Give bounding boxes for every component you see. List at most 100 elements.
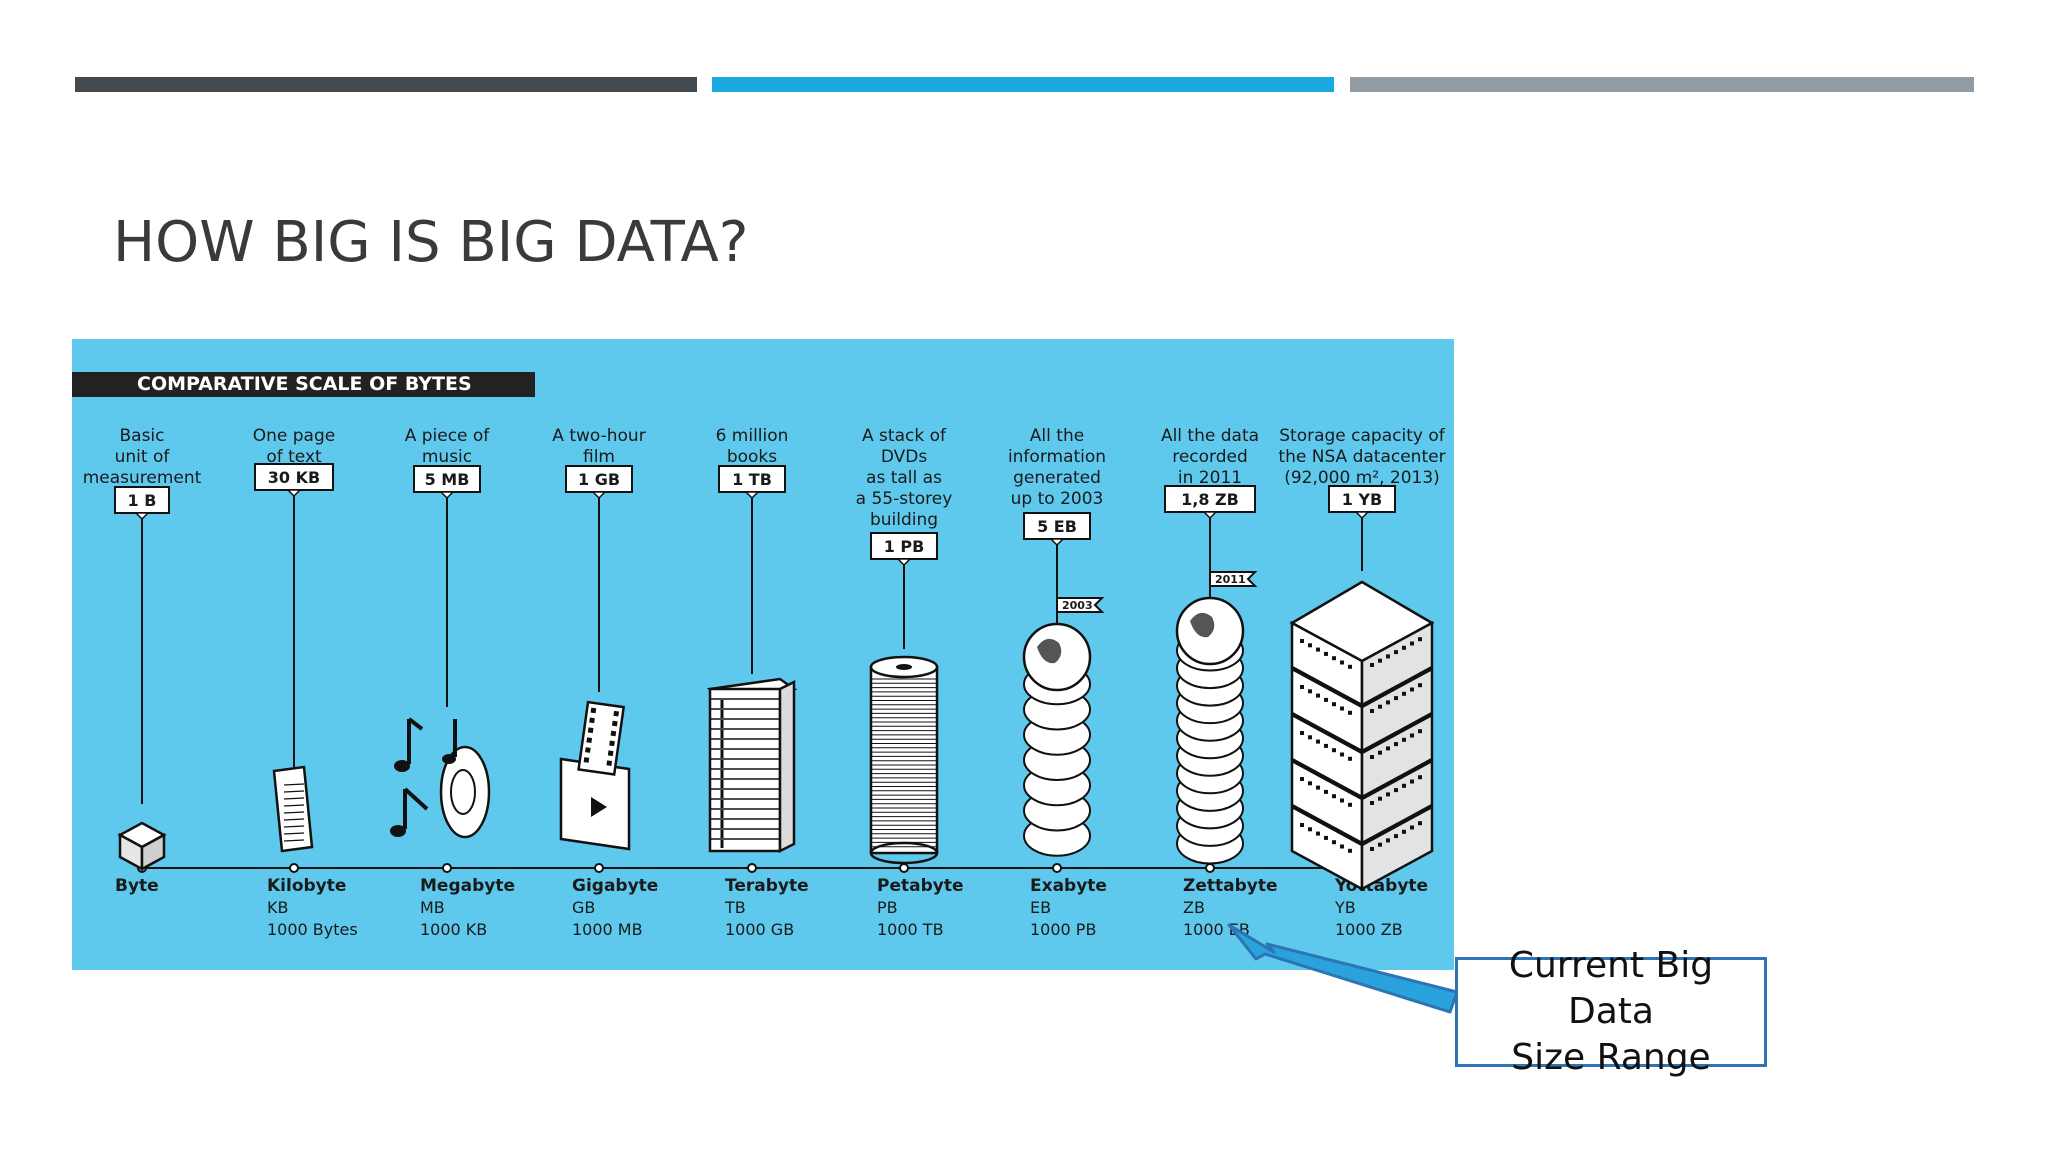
unit-description-line: the NSA datacenter [1278, 447, 1445, 467]
page-icon [272, 765, 314, 853]
unit-description-line: Storage capacity of [1279, 426, 1445, 446]
unit-tag-label: 1 PB [884, 537, 925, 556]
unit-name: Terabyte [725, 876, 809, 896]
film-icon [559, 700, 631, 851]
unit-description-line: building [870, 510, 938, 530]
unit-description-line: A two-hour [552, 426, 645, 446]
callout-box: Current Big Data Size Range [1455, 945, 1767, 1078]
unit-tag-pointer [1354, 511, 1370, 520]
unit-abbreviation: YB [1334, 898, 1356, 917]
unit-equivalent: 1000 GB [725, 920, 794, 939]
unit-tag-pointer [591, 491, 607, 500]
unit-description-line: A piece of [405, 426, 491, 446]
unit-tag-label: 5 MB [425, 470, 470, 489]
unit-equivalent: 1000 MB [572, 920, 643, 939]
music-icon [390, 717, 491, 839]
unit-tag-label: 1 TB [732, 470, 772, 489]
globe-flag-year: 2011 [1215, 573, 1246, 586]
globe-flag-year: 2003 [1062, 599, 1093, 612]
unit-tag-box [254, 463, 334, 491]
unit-description-line: A stack of [862, 426, 947, 446]
unit-description-line: All the [1030, 426, 1084, 446]
unit-tag-label: 1 B [128, 491, 157, 510]
unit-tag-label: 1 YB [1342, 490, 1382, 509]
axis-tick [899, 863, 909, 873]
unit-description-line: in 2011 [1178, 468, 1242, 488]
unit-description-line: All the data [1161, 426, 1259, 446]
unit-description-line: film [583, 447, 615, 467]
unit-description-line: a 55-storey [856, 489, 953, 509]
unit-abbreviation: PB [877, 898, 898, 917]
unit-name: Megabyte [420, 876, 515, 896]
unit-description-line: 6 million [716, 426, 789, 446]
unit-description-line: Basic [119, 426, 164, 446]
unit-name: Exabyte [1030, 876, 1107, 896]
unit-abbreviation: MB [420, 898, 445, 917]
unit-abbreviation: ZB [1183, 898, 1205, 917]
books-icon [706, 677, 798, 854]
axis-tick [442, 863, 452, 873]
unit-description-line: DVDs [881, 447, 928, 467]
unit-description-line: information [1008, 447, 1106, 467]
axis-tick [1205, 863, 1215, 873]
unit-tag-label: 1 GB [578, 470, 620, 489]
unit-description-line: recorded [1172, 447, 1248, 467]
unit-description-line: books [727, 447, 777, 467]
unit-tag-label: 30 KB [268, 468, 320, 487]
unit-description-line: of text [266, 447, 322, 467]
unit-name: Gigabyte [572, 876, 658, 896]
unit-description-line: music [422, 447, 472, 467]
unit-description-line: up to 2003 [1011, 489, 1104, 509]
globe-stack-icon: 2011 [1175, 571, 1258, 865]
unit-abbreviation: EB [1030, 898, 1051, 917]
cube-icon [117, 821, 167, 872]
unit-description-line: unit of [115, 447, 171, 467]
accent-bar-dark [75, 77, 697, 92]
unit-equivalent: 1000 EB [1183, 920, 1250, 939]
unit-description-line: measurement [83, 468, 202, 488]
unit-tag-pointer [286, 489, 302, 498]
unit-tag-pointer [744, 491, 760, 500]
unit-equivalent: 1000 ZB [1335, 920, 1403, 939]
globe-stack-icon: 2003 [1022, 597, 1105, 857]
axis-tick [747, 863, 757, 873]
unit-description-line: generated [1013, 468, 1101, 488]
unit-abbreviation: KB [267, 898, 288, 917]
axis-tick [594, 863, 604, 873]
server-stack-icon [1289, 580, 1435, 892]
unit-tag-pointer [134, 512, 150, 521]
axis-tick [289, 863, 299, 873]
unit-equivalent: 1000 Bytes [267, 920, 358, 939]
axis-tick [1052, 863, 1062, 873]
unit-equivalent: 1000 KB [420, 920, 487, 939]
unit-description-line: as tall as [866, 468, 942, 488]
unit-tag-pointer [1202, 511, 1218, 520]
slide-title: HOW BIG IS BIG DATA? [113, 210, 749, 275]
unit-tag-pointer [896, 558, 912, 567]
unit-description-line: (92,000 m², 2013) [1284, 468, 1440, 488]
unit-description-line: One page [253, 426, 335, 446]
unit-tag-pointer [1049, 538, 1065, 547]
unit-name: Zettabyte [1183, 876, 1278, 896]
unit-abbreviation: GB [572, 898, 595, 917]
accent-bar-gray [1350, 77, 1974, 92]
unit-name: Byte [115, 876, 159, 896]
unit-tag-box [1164, 485, 1256, 513]
unit-tag-label: 1,8 ZB [1181, 490, 1239, 509]
unit-equivalent: 1000 PB [1030, 920, 1096, 939]
unit-tag-box [718, 465, 786, 493]
unit-tag-box [565, 465, 633, 493]
unit-tag-box [870, 532, 938, 560]
accent-bar-blue [712, 77, 1334, 92]
